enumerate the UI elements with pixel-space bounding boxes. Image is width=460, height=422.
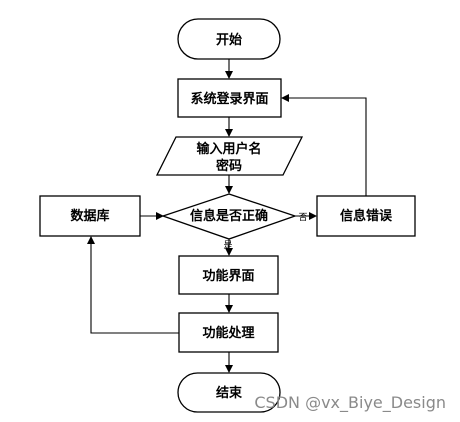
node-function-process-label: 功能处理 — [202, 325, 254, 341]
node-login: 系统登录界面 — [177, 78, 282, 118]
node-start: 开始 — [177, 18, 281, 60]
node-login-label: 系统登录界面 — [190, 91, 268, 107]
node-input-line2: 密码 — [215, 158, 242, 174]
edge-label-no: 否 — [298, 212, 307, 223]
node-function-page-label: 功能界面 — [202, 268, 254, 284]
node-function-page: 功能界面 — [178, 255, 279, 295]
watermark: CSDN @vx_Biye_Design — [254, 393, 446, 413]
node-database: 数据库 — [39, 195, 141, 237]
node-database-label: 数据库 — [70, 208, 109, 224]
edge-error-to-login — [281, 94, 367, 196]
edges — [87, 59, 367, 373]
edge-label-yes: 是 — [223, 240, 232, 251]
node-end-label: 结束 — [216, 385, 243, 401]
node-input-line1: 输入用户名 — [196, 141, 261, 157]
node-input: 输入用户名 密码 — [155, 136, 304, 176]
node-check-label: 信息是否正确 — [190, 208, 268, 224]
node-error: 信息错误 — [316, 195, 416, 237]
node-error-label: 信息错误 — [340, 208, 393, 224]
edge-process-to-database — [87, 236, 179, 334]
node-check: 信息是否正确 — [160, 193, 298, 240]
node-start-label: 开始 — [216, 32, 242, 48]
node-function-process: 功能处理 — [178, 312, 279, 353]
node-end: 结束 — [177, 372, 281, 413]
